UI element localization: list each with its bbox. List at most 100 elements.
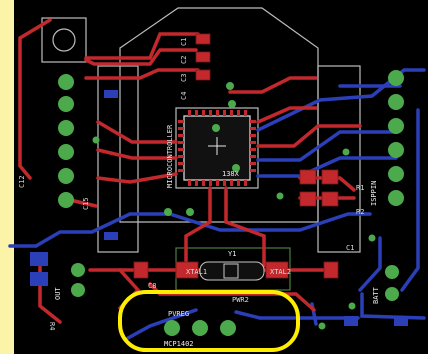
via — [228, 100, 236, 108]
top-trace — [96, 172, 178, 184]
label-r2: R2 — [356, 208, 364, 216]
smd-pad — [175, 261, 199, 279]
top-trace — [256, 124, 362, 148]
via — [348, 302, 356, 310]
batt-pad — [385, 265, 399, 279]
via — [342, 148, 350, 156]
smd-pad — [344, 316, 358, 326]
bottom-trace — [256, 156, 398, 178]
header-pad — [388, 70, 404, 86]
smd-pad — [133, 261, 149, 279]
label-c15: C15 — [82, 197, 90, 210]
label-chip-id: 138X — [222, 170, 240, 178]
out-pad — [71, 283, 85, 297]
label-top-c1: C1 — [180, 38, 188, 46]
reset-button-circle — [52, 28, 76, 52]
smd-pad — [195, 69, 211, 81]
bottom-trace — [234, 310, 262, 320]
smd-pad — [321, 191, 339, 207]
smd-pad — [299, 191, 317, 207]
via — [318, 322, 326, 330]
label-r4: R4 — [48, 322, 56, 330]
small-connectors — [71, 263, 399, 336]
right-header-pins — [388, 70, 404, 206]
label-isppin: ISPPIN — [370, 181, 378, 206]
smd-pad — [30, 252, 48, 266]
label-c8: C8 — [148, 282, 156, 290]
bottom-trace — [358, 236, 382, 292]
smd-pad — [195, 33, 211, 45]
top-trace — [84, 32, 200, 60]
top-trace — [18, 18, 52, 180]
smd-pad — [104, 232, 118, 240]
reset-button-outline — [41, 17, 87, 63]
header-pad — [58, 96, 74, 112]
header-pad — [388, 118, 404, 134]
header-pad — [58, 74, 74, 90]
label-batt: BATT — [372, 286, 380, 304]
top-trace — [96, 120, 178, 144]
bottom-trace — [34, 212, 172, 248]
top-trace — [96, 148, 178, 160]
vreg-pad — [220, 320, 236, 336]
header-pad — [388, 190, 404, 206]
top-trace — [224, 186, 266, 268]
label-top-c3: C3 — [180, 74, 188, 82]
vias — [92, 82, 376, 330]
smd-pads — [133, 33, 339, 279]
smd-pad — [104, 90, 118, 98]
smd-pad — [30, 272, 48, 286]
smd-pad — [321, 169, 339, 185]
smd-pad — [394, 316, 408, 326]
board-outline — [119, 7, 319, 223]
via — [212, 124, 220, 132]
via — [226, 82, 234, 90]
top-traces — [18, 18, 362, 324]
header-pad — [388, 142, 404, 158]
mcu-pins — [178, 110, 256, 186]
bottom-trace — [126, 308, 198, 340]
top-trace — [68, 198, 98, 208]
label-top-c2: C2 — [180, 56, 188, 64]
header-pad — [58, 144, 74, 160]
header-pad — [58, 192, 74, 208]
top-trace — [84, 68, 200, 80]
vreg-pad — [192, 320, 208, 336]
smd-pad — [195, 51, 211, 63]
mcu-crosshair — [208, 137, 226, 155]
out-pad — [71, 263, 85, 277]
silkscreen-labels: MICROCONTROLLER 138X Y1 XTAL1 XTAL2 C8 R… — [18, 38, 380, 348]
smd-pad — [323, 261, 339, 279]
bottom-trace — [400, 108, 420, 292]
mcu-outline — [175, 107, 259, 189]
smd-pad — [299, 169, 317, 185]
header-pad — [388, 166, 404, 182]
header-pad — [388, 94, 404, 110]
label-xtal1: XTAL1 — [186, 268, 207, 276]
crystal-body — [199, 261, 265, 281]
label-crystal: Y1 — [228, 250, 236, 258]
smd-pad — [265, 261, 289, 279]
label-chip2: MCP1402 — [164, 340, 194, 348]
via — [92, 136, 100, 144]
label-c12: C12 — [18, 175, 26, 188]
bottom-trace — [256, 130, 398, 162]
via — [368, 234, 376, 242]
batt-pad — [385, 287, 399, 301]
crystal-core — [223, 263, 239, 279]
mcu-chip — [178, 110, 256, 186]
label-out: OUT — [54, 287, 62, 300]
top-trace — [228, 76, 318, 94]
label-pwr: PWR2 — [232, 296, 249, 304]
vreg-pad — [164, 320, 180, 336]
regulator-highlight — [118, 290, 300, 352]
label-top-c4: C4 — [180, 92, 188, 100]
top-trace — [256, 106, 318, 124]
crystal — [199, 261, 265, 281]
label-xtal2: XTAL2 — [270, 268, 291, 276]
label-c1: C1 — [346, 244, 354, 252]
left-header-pins — [58, 74, 74, 208]
header-pad — [58, 168, 74, 184]
label-pvreg: PVREG — [168, 310, 189, 318]
